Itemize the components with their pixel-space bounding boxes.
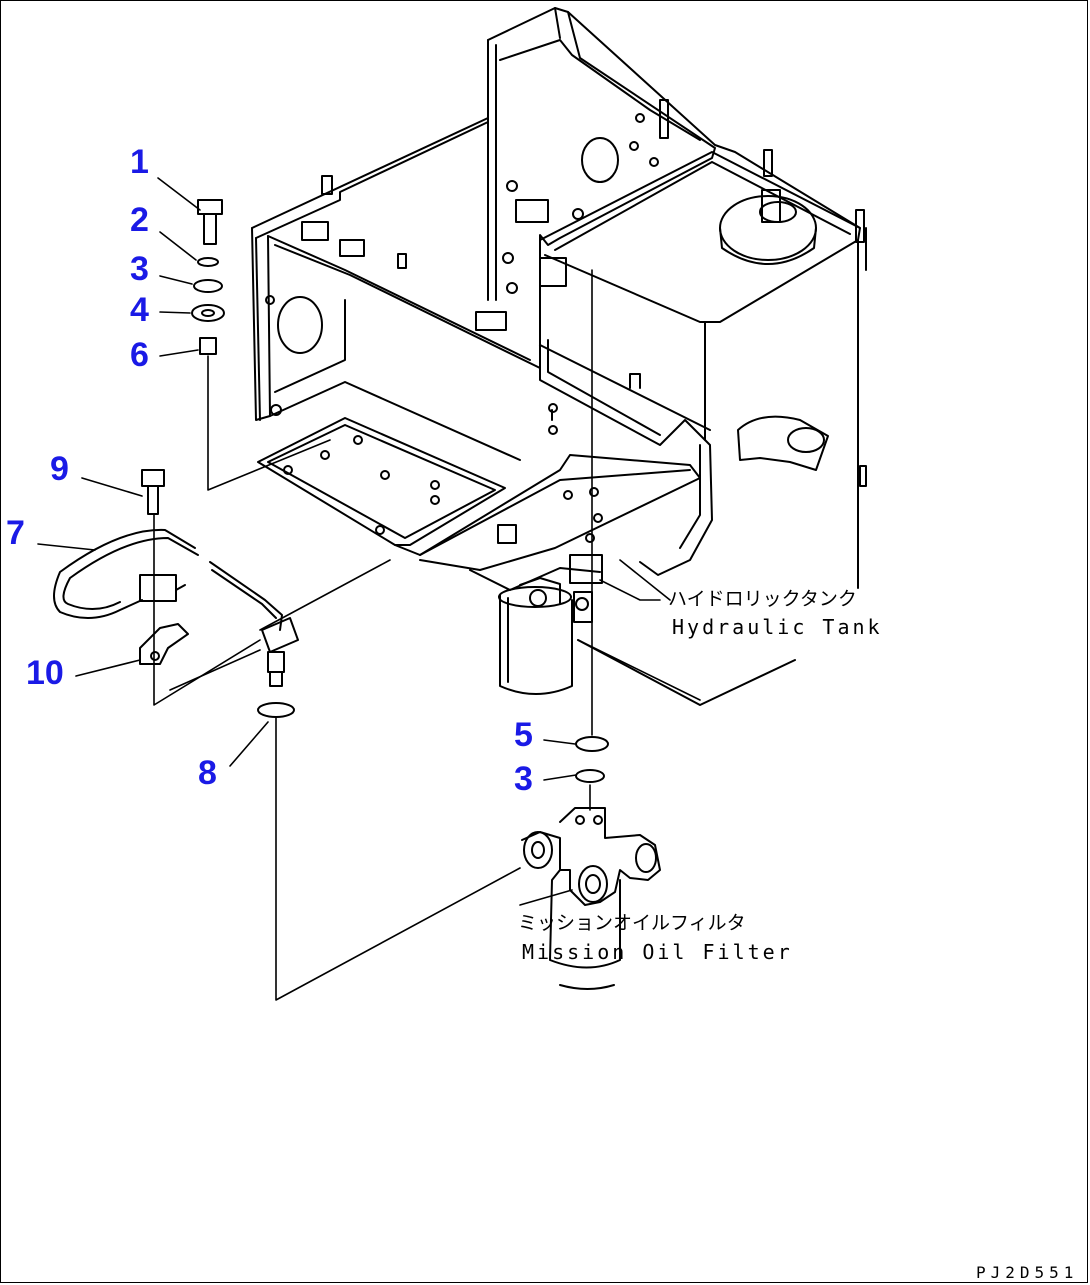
base-plate-drawing [257, 417, 701, 591]
mission-oil-filter-drawing [521, 807, 661, 990]
callout-4[interactable]: 4 [130, 291, 149, 329]
callout-10[interactable]: 10 [26, 654, 64, 692]
callout-8[interactable]: 8 [198, 754, 217, 792]
hydraulic-tank-label-jp: ハイドロリックタンク [668, 588, 857, 610]
callout-3[interactable]: 3 [130, 250, 149, 288]
callout-5[interactable]: 5 [514, 716, 533, 754]
mounting-frame-drawing [251, 117, 713, 576]
mission-oil-filter-label-en: Mission Oil Filter [522, 940, 793, 964]
sensor-harness-drawing [53, 528, 299, 718]
callout-6[interactable]: 6 [130, 336, 149, 374]
fasteners-drawing [141, 199, 609, 783]
hydraulic-tank-drawing [487, 7, 867, 706]
mission-oil-filter-label-jp: ミッションオイルフィルタ [518, 912, 746, 934]
callout-1[interactable]: 1 [130, 143, 149, 181]
callout-3-filter[interactable]: 3 [514, 760, 533, 798]
callout-7[interactable]: 7 [6, 514, 25, 552]
leader-lines [37, 177, 701, 1001]
mounted-filter-drawing [498, 577, 593, 695]
hydraulic-tank-label-en: Hydraulic Tank [672, 615, 883, 639]
callout-2[interactable]: 2 [130, 201, 149, 239]
callout-9[interactable]: 9 [50, 450, 69, 488]
drawing-code: PJ2D551 [976, 1263, 1079, 1282]
